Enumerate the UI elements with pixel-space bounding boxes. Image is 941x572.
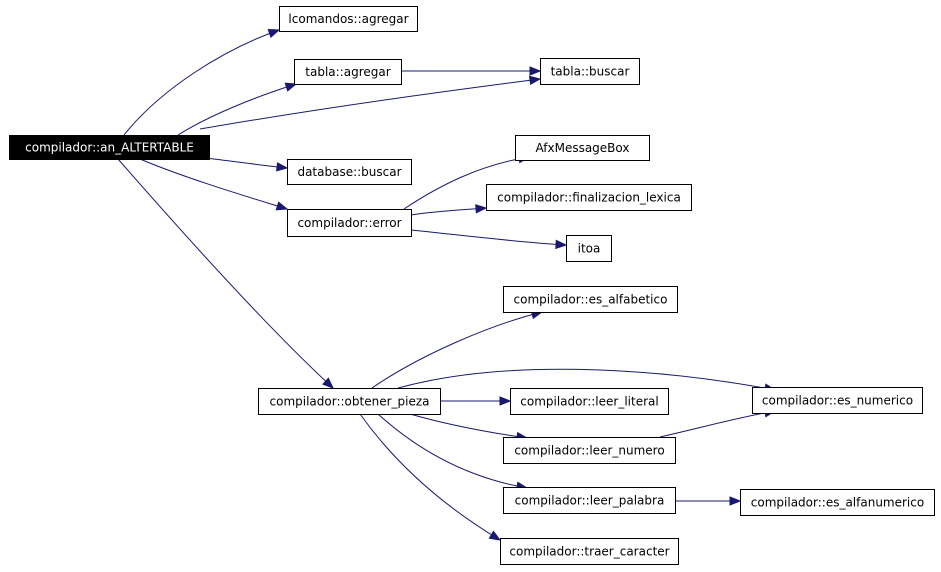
node-label: database::buscar bbox=[297, 165, 401, 179]
node-tabla-buscar[interactable]: tabla::buscar bbox=[540, 58, 640, 85]
node-box bbox=[503, 286, 678, 313]
arrowhead-icon bbox=[555, 239, 568, 250]
node-box bbox=[515, 135, 650, 161]
edge-line bbox=[205, 157, 288, 169]
nodes-layer: compilador::an_ALTERTABLE lcomandos::agre… bbox=[9, 6, 935, 565]
node-label: compilador::leer_numero bbox=[514, 444, 664, 458]
node-box bbox=[294, 59, 402, 85]
node-leer-palabra[interactable]: compilador::leer_palabra bbox=[503, 487, 676, 514]
node-label: compilador::leer_palabra bbox=[515, 494, 665, 508]
arrowhead-icon bbox=[529, 66, 542, 76]
node-box bbox=[287, 209, 412, 237]
node-box bbox=[510, 388, 669, 415]
edge-line bbox=[123, 29, 280, 136]
node-box bbox=[279, 6, 418, 32]
node-label: compilador::es_alfanumerico bbox=[751, 496, 924, 510]
arrowhead-icon bbox=[276, 162, 289, 172]
edge-root-to-error bbox=[139, 158, 289, 211]
edge-line bbox=[403, 156, 530, 210]
node-label: compilador::error bbox=[297, 216, 401, 230]
node-itoa[interactable]: itoa bbox=[566, 235, 612, 262]
arrowhead-icon bbox=[499, 396, 512, 406]
node-label: compilador::an_ALTERTABLE bbox=[25, 141, 194, 155]
edge-line bbox=[409, 413, 528, 439]
edge-root-to-obtener-pieza bbox=[117, 158, 334, 389]
edge-line bbox=[139, 158, 288, 210]
arrowhead-icon bbox=[284, 82, 298, 92]
arrowhead-icon bbox=[488, 530, 502, 541]
edge-line bbox=[177, 83, 297, 136]
node-label: tabla::buscar bbox=[551, 65, 630, 79]
node-es-alfabetico[interactable]: compilador::es_alfabetico bbox=[503, 286, 678, 313]
edge-line bbox=[371, 311, 543, 389]
edge-line bbox=[410, 207, 487, 216]
node-box bbox=[486, 184, 692, 211]
node-label: tabla::agregar bbox=[305, 65, 390, 79]
node-finalizacion-lexica[interactable]: compilador::finalizacion_lexica bbox=[486, 184, 692, 211]
node-obtener-pieza[interactable]: compilador::obtener_pieza bbox=[258, 388, 441, 415]
node-box bbox=[540, 58, 640, 85]
edge-leer-palabra-to-es-alfanumerico bbox=[674, 496, 742, 506]
arrowhead-icon bbox=[322, 377, 334, 389]
node-afxmessagebox[interactable]: AfxMessageBox bbox=[515, 135, 650, 161]
edge-line bbox=[659, 410, 776, 438]
edge-line bbox=[377, 413, 528, 489]
arrowhead-icon bbox=[275, 201, 289, 211]
node-label: lcomandos::agregar bbox=[288, 12, 408, 26]
arrowhead-icon bbox=[267, 29, 281, 38]
node-database-buscar[interactable]: database::buscar bbox=[287, 159, 412, 185]
node-leer-numero[interactable]: compilador::leer_numero bbox=[503, 437, 676, 464]
edge-root-to-tabla-agregar bbox=[177, 82, 298, 136]
node-box bbox=[500, 538, 679, 565]
node-traer-caracter[interactable]: compilador::traer_caracter bbox=[500, 538, 679, 565]
edge-error-to-itoa bbox=[410, 229, 568, 250]
node-box bbox=[503, 487, 676, 514]
edge-line bbox=[359, 413, 501, 541]
node-label: compilador::leer_literal bbox=[520, 395, 658, 409]
node-box bbox=[566, 235, 612, 262]
edge-tabla-agregar-to-tabla-buscar bbox=[401, 66, 542, 76]
node-box bbox=[752, 387, 923, 414]
node-leer-literal[interactable]: compilador::leer_literal bbox=[510, 388, 669, 415]
edge-line bbox=[410, 229, 567, 246]
node-root[interactable]: compilador::an_ALTERTABLE bbox=[9, 135, 210, 160]
node-box bbox=[740, 489, 935, 516]
node-label: compilador::traer_caracter bbox=[509, 545, 669, 559]
node-label: compilador::finalizacion_lexica bbox=[497, 191, 681, 205]
edge-obtener-pieza-to-traer-caracter bbox=[359, 413, 502, 541]
edge-obtener-pieza-to-leer-literal bbox=[440, 396, 512, 406]
node-lcomandos-agregar[interactable]: lcomandos::agregar bbox=[279, 6, 418, 32]
node-box bbox=[9, 135, 210, 160]
arrowhead-icon bbox=[729, 496, 742, 506]
edge-root-to-lcomandos-agregar bbox=[123, 29, 281, 136]
node-error[interactable]: compilador::error bbox=[287, 209, 412, 237]
node-box bbox=[258, 388, 441, 415]
node-label: itoa bbox=[578, 242, 601, 256]
edge-line bbox=[117, 158, 334, 389]
node-label: compilador::es_numerico bbox=[762, 394, 913, 408]
node-es-alfanumerico[interactable]: compilador::es_alfanumerico bbox=[740, 489, 935, 516]
edges-layer bbox=[117, 29, 777, 541]
edge-root-to-database-buscar bbox=[205, 157, 289, 172]
arrowhead-icon bbox=[475, 204, 488, 214]
edge-line bbox=[199, 78, 541, 130]
node-label: compilador::es_alfabetico bbox=[514, 293, 668, 307]
node-es-numerico[interactable]: compilador::es_numerico bbox=[752, 387, 923, 414]
node-box bbox=[503, 437, 676, 464]
arrowhead-icon bbox=[528, 75, 542, 86]
node-label: AfxMessageBox bbox=[535, 141, 629, 155]
edge-root-to-tabla-buscar bbox=[199, 75, 542, 130]
edge-line bbox=[397, 368, 776, 391]
node-tabla-agregar[interactable]: tabla::agregar bbox=[294, 59, 402, 85]
node-label: compilador::obtener_pieza bbox=[270, 395, 430, 409]
edge-error-to-finalizacion-lexica bbox=[410, 204, 488, 216]
node-box bbox=[287, 159, 412, 185]
edge-obtener-pieza-to-leer-numero bbox=[409, 413, 529, 442]
